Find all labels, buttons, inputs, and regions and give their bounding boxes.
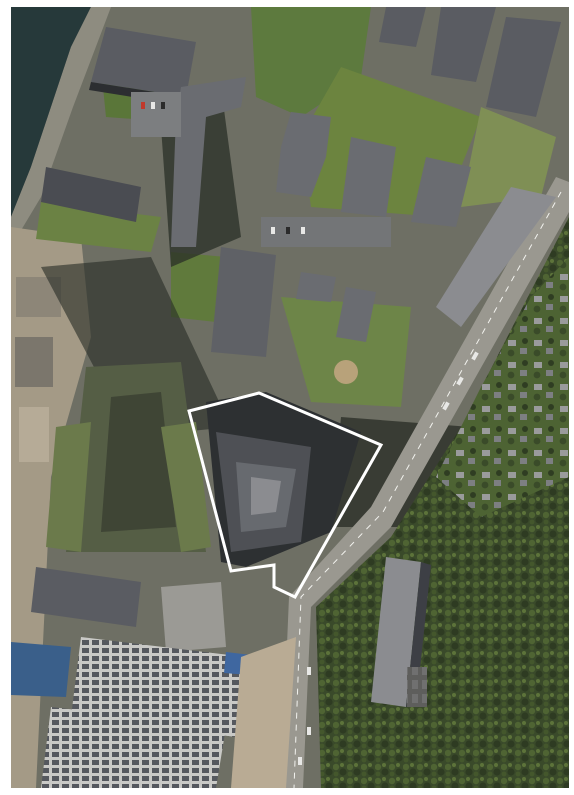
parked-cars: [141, 102, 305, 234]
lawn-playground: [281, 297, 411, 407]
parking-lot: [407, 667, 427, 707]
lawn-small: [171, 252, 226, 322]
road-cars: [298, 351, 479, 765]
construction-block: [15, 337, 53, 387]
aerial-map[interactable]: [11, 7, 569, 788]
main-road: [281, 177, 569, 788]
road-centerline: [293, 191, 562, 788]
row-houses-south: [11, 567, 251, 788]
highlighted-parcel-outline[interactable]: [187, 391, 384, 599]
playground-sand: [334, 360, 358, 384]
highlighted-building: [206, 392, 361, 567]
construction-block: [19, 407, 49, 462]
lawn-east: [461, 107, 556, 207]
construction-zone-south: [231, 637, 296, 788]
harbour-water: [11, 7, 91, 217]
allotment-gardens: [436, 257, 569, 517]
green-roof-blocks: [46, 362, 211, 552]
strip-building: [436, 187, 556, 327]
aerial-map-canvas: [11, 7, 569, 788]
quay-edge: [11, 7, 111, 247]
parking-north: [131, 92, 391, 247]
